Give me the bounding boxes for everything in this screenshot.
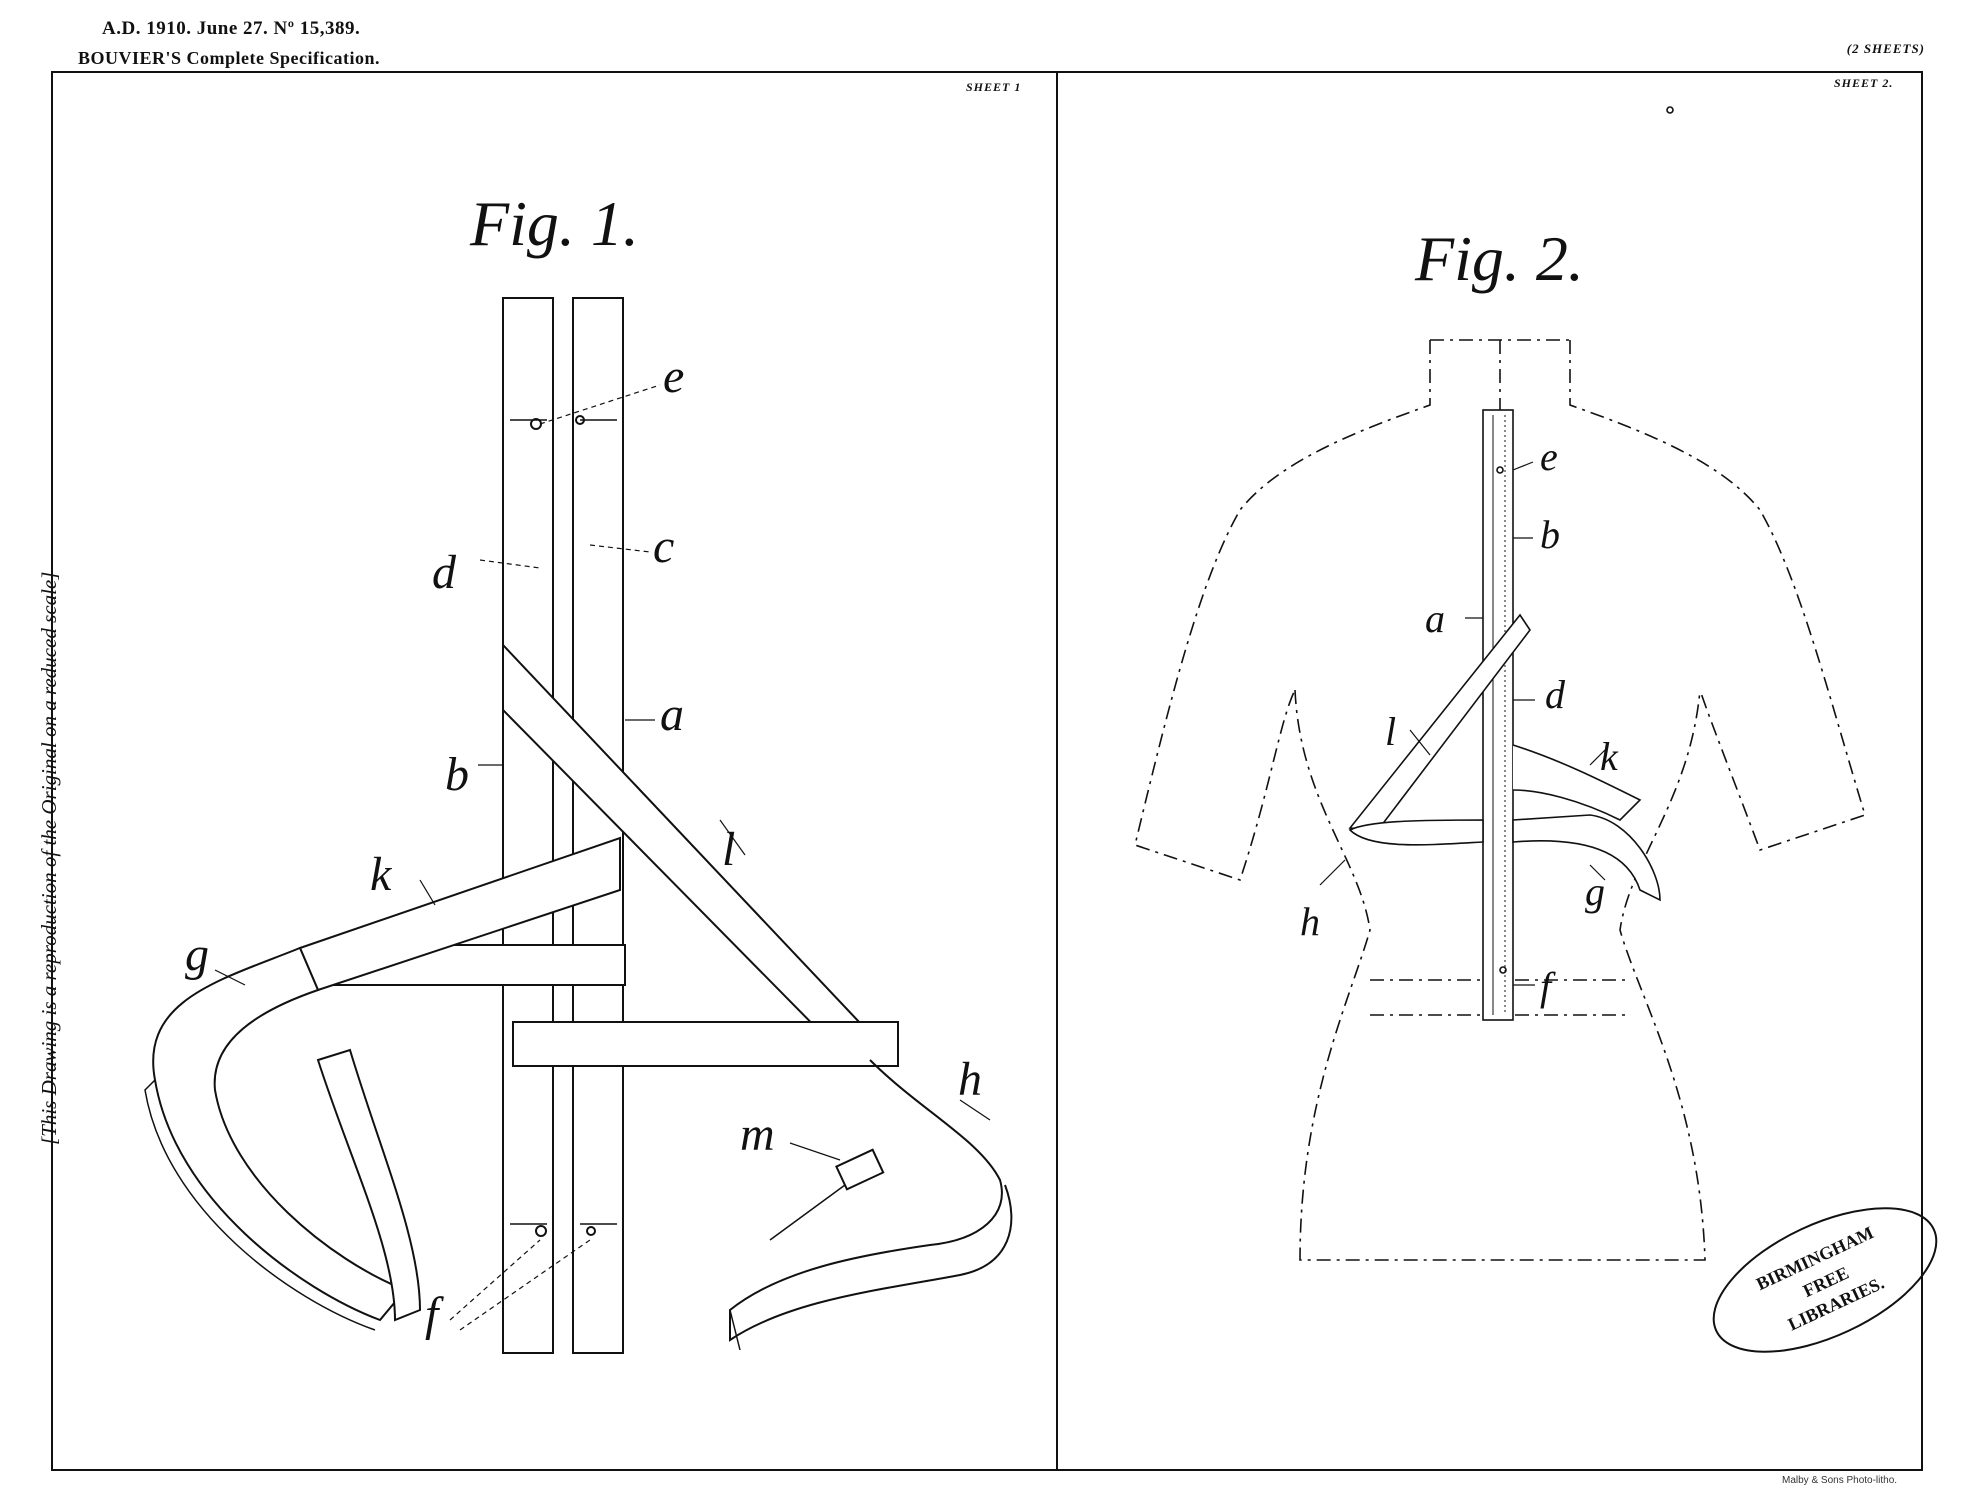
fig2-button-e [1496,466,1504,474]
fig-1-labels: e c d a b l k g h m f [185,350,982,1341]
fig-2-title: Fig. 2. [1414,223,1584,294]
sheets-count: (2 SHEETS) [1846,41,1925,56]
button-f-1 [535,1225,547,1237]
fig2-label-g: g [1585,869,1605,914]
fig2-label-e: e [1540,434,1558,479]
fig2-band-g [1512,814,1661,902]
fig1-label-f: f [425,1288,444,1341]
sheet-2-label: SHEET 2. [1834,76,1894,90]
fig2-label-h: h [1300,899,1320,944]
fig1-label-d: d [432,546,457,599]
fig1-label-l: l [722,823,735,876]
strap-b [502,297,554,1354]
fig2-strap-b [1482,409,1514,1021]
patent-date-number: A.D. 1910. June 27. Nº 15,389. [102,18,361,39]
fig2-label-d: d [1545,672,1566,717]
fig2-label-f: f [1540,964,1556,1009]
fig2-band-h [1348,819,1484,846]
figure-1: Fig. 1. e c d a b l k g h m f [144,188,1013,1354]
fig1-label-e: e [663,350,684,403]
fig2-label-a: a [1425,596,1445,641]
strap-a [572,297,624,1354]
fig2-label-b: b [1540,512,1560,557]
fig-1-title: Fig. 1. [469,188,639,259]
fig1-label-a: a [660,688,684,741]
buckle-m [835,1148,885,1191]
fig2-button-f [1499,966,1507,974]
fig-2-labels: e b a d l k g h f [1300,434,1619,1009]
fig1-label-b: b [445,748,469,801]
fig1-label-c: c [653,520,674,573]
solid-leaders-1 [214,719,991,1161]
fig2-label-k: k [1600,734,1619,779]
fig2-strap-k [1512,744,1642,821]
leader-lines-1 [449,384,661,1331]
connector-lower [512,1021,899,1067]
loop-g [152,946,407,1322]
inner-strip [316,1048,422,1322]
library-stamp: BIRMINGHAM FREE LIBRARIES. [1712,1207,1938,1353]
sheet-1-label: SHEET 1 [966,80,1022,94]
figure-2: Fig. 2. e b a d l k g h f [1134,106,1866,1261]
printer-credit: Malby & Sons Photo-litho. [1782,1475,1898,1486]
fig1-label-h: h [958,1053,982,1106]
reference-dot [1666,106,1674,114]
loop-h [729,1059,1013,1342]
fig1-label-m: m [740,1108,775,1161]
button-f-2 [586,1226,596,1236]
specification-title: BOUVIER'S Complete Specification. [78,48,380,68]
button-e-2 [575,415,585,425]
sheet-frames [51,71,1923,1471]
fig2-label-l: l [1385,709,1396,754]
outer-frame [51,71,1923,1471]
solid-leaders-2 [1319,461,1606,986]
fig1-label-g: g [185,928,209,981]
fig1-label-k: k [370,848,393,901]
